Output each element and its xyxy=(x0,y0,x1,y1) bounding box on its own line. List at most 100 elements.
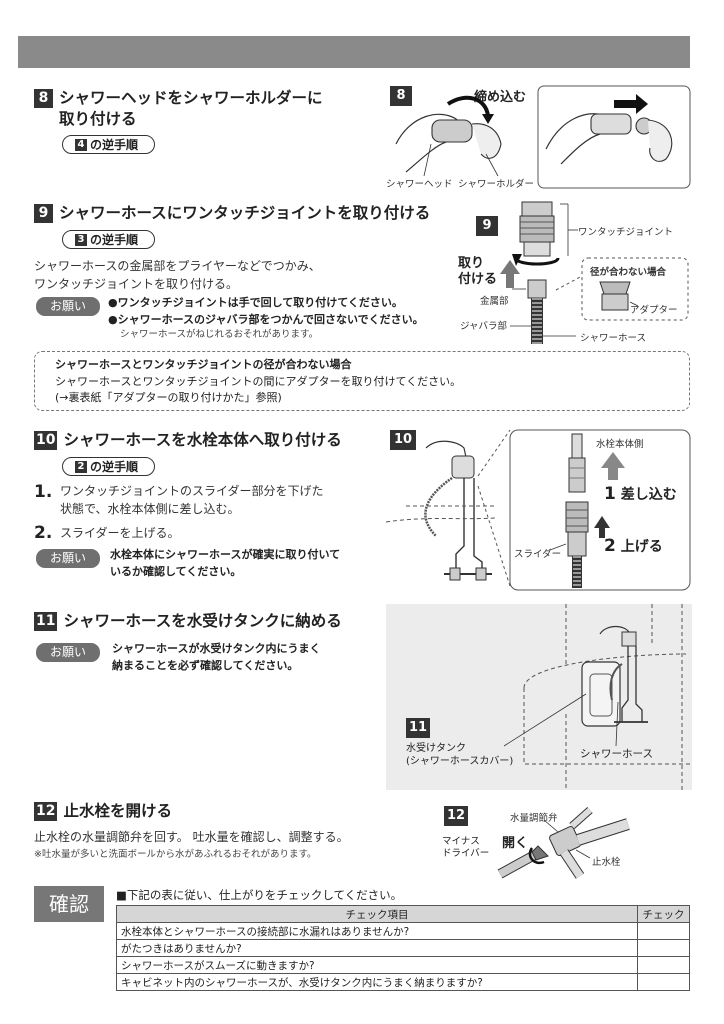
figure12-number: 12 xyxy=(444,806,468,826)
figure-10: 10 水栓本体側 1 差し込む 2 上げる xyxy=(386,426,692,596)
figure9-attach-line1: 取り xyxy=(458,256,485,271)
adapter-info-box: シャワーホースとワンタッチジョイントの径が合わない場合 シャワーホースとワンタッ… xyxy=(34,351,690,411)
figure10-number: 10 xyxy=(390,430,416,450)
step10-number: 10 xyxy=(34,431,58,450)
step10-item1-num: 1. xyxy=(34,482,53,502)
check-box-4[interactable] xyxy=(637,973,690,991)
step10-item1-line1: ワンタッチジョイントのスライダー部分を下げた xyxy=(60,484,324,498)
step8-number: 8 xyxy=(34,89,53,108)
figure12-open-label: 開く xyxy=(502,836,529,851)
check-table-header-row: チェック項目 チェック xyxy=(115,905,690,923)
figure9-joint-label: ワンタッチジョイント xyxy=(578,227,674,238)
table-row: がたつきはありませんか? xyxy=(115,939,690,957)
step11-note: シャワーホースが水受けタンク内にうまく 納まることを必ず確認してください。 xyxy=(112,640,320,674)
step10-heading: 10 シャワーホースを水栓本体へ取り付ける xyxy=(34,430,342,451)
figure9-attach-line2: 付ける xyxy=(458,272,498,287)
figure9-metal-label: 金属部 xyxy=(480,296,509,307)
step11-request-badge: お願い xyxy=(36,643,100,662)
step10-reverse-num: 2 xyxy=(75,460,87,473)
figure9-attach-label: 取り 付ける xyxy=(458,256,497,288)
figure8-shower-head-label: シャワーヘッド xyxy=(386,179,453,190)
check-box-1[interactable] xyxy=(637,922,690,940)
step12-heading: 12 止水栓を開ける xyxy=(34,801,172,822)
step11-title: シャワーホースを水受けタンクに納める xyxy=(63,612,342,630)
figure10-step1-text: 差し込む xyxy=(620,487,677,503)
step12-description: 止水栓の水量調節弁を回す。 吐水量を確認し、調整する。 xyxy=(34,830,349,844)
figure10-step2-num: 2 xyxy=(604,536,616,556)
step9-note2: ●シャワーホースのジャバラ部をつかんで回さないでください。 xyxy=(108,313,424,326)
figure11-hose-label: シャワーホース xyxy=(580,748,653,760)
step10-reverse-ref: 2 の逆手順 xyxy=(62,457,156,476)
figure8-holder-label: シャワーホルダー xyxy=(458,179,535,190)
step10-title: シャワーホースを水栓本体へ取り付ける xyxy=(63,431,342,449)
step10-item1-line2: 状態で、水栓本体側に差し込む。 xyxy=(60,502,240,516)
figure10-step1-num: 1 xyxy=(604,484,616,504)
figure12-driver-line2: ドライバー xyxy=(442,848,490,859)
table-row: シャワーホースがスムーズに動きますか? xyxy=(115,956,690,974)
step9-title: シャワーホースにワンタッチジョイントを取り付ける xyxy=(59,204,431,222)
figure10-step1: 1 差し込む xyxy=(604,484,677,504)
shower-head-illustration xyxy=(395,85,691,189)
check-section-label: 確認 xyxy=(34,886,104,922)
step11-number: 11 xyxy=(34,612,58,631)
figure-11: 11 水受けタンク (シャワーホースカバー) シャワーホース xyxy=(386,604,692,790)
step10-reverse-text: の逆手順 xyxy=(90,460,139,474)
check-item-1: 水栓本体とシャワーホースの接続部に水漏れはありませんか? xyxy=(115,922,639,940)
figure12-valve-label: 水量調節弁 xyxy=(510,813,558,824)
check-table: チェック項目 チェック 水栓本体とシャワーホースの接続部に水漏れはありませんか?… xyxy=(115,905,690,991)
figure9-hose-label: シャワーホース xyxy=(580,333,647,344)
step10-note-line2: いるか確認してください。 xyxy=(110,565,242,578)
check-item-2: がたつきはありませんか? xyxy=(115,939,639,957)
adapter-info-line1: シャワーホースとワンタッチジョイントの間にアダプターを取り付けてください。 xyxy=(55,375,462,388)
header-bar xyxy=(18,36,690,68)
step8-title-line2: 取り付ける xyxy=(59,110,137,128)
step9-heading: 9 シャワーホースにワンタッチジョイントを取り付ける xyxy=(34,203,430,224)
figure9-adapter-label: アダプター xyxy=(630,305,678,316)
figure11-tank-line1: 水受けタンク xyxy=(406,743,466,754)
figure9-mismatch-label: 径が合わない場合 xyxy=(590,267,667,278)
cabinet-tank-illustration xyxy=(503,604,692,790)
figure10-step2: 2 上げる xyxy=(604,536,663,556)
figure11-tank-line2: (シャワーホースカバー) xyxy=(406,756,514,767)
check-item-3: シャワーホースがスムーズに動きますか? xyxy=(115,956,639,974)
step10-request-badge: お願い xyxy=(36,549,100,568)
step11-note-line1: シャワーホースが水受けタンク内にうまく xyxy=(112,642,321,655)
step8-reverse-num: 4 xyxy=(75,138,87,151)
step8-heading: 8 シャワーヘッドをシャワーホルダーに 取り付ける xyxy=(34,88,323,130)
step9-notes: ●ワンタッチジョイントは手で回して取り付けてください。 ●シャワーホースのジャバ… xyxy=(108,294,424,342)
step9-para-line1: シャワーホースの金属部をプライヤーなどでつかみ、 xyxy=(34,259,321,273)
figure12-stopcock-label: 止水栓 xyxy=(592,857,621,868)
step9-reverse-num: 3 xyxy=(75,233,87,246)
step12-caution: ※吐水量が多いと洗面ボールから水があふれるおそれがあります。 xyxy=(34,849,317,860)
step10-item2-text: スライダーを上げる。 xyxy=(60,526,180,540)
figure10-slider-label: スライダー xyxy=(514,549,562,560)
figure-8: 8 締め込む シャワーヘッド シャワーホルダー xyxy=(386,84,692,190)
figure-9: 9 ワンタッチジョイント 取り 付ける 金属部 ジャバラ部 シャ xyxy=(456,196,692,346)
step8-reverse-ref: 4 の逆手順 xyxy=(62,135,156,154)
step9-reverse-text: の逆手順 xyxy=(90,233,139,247)
figure11-tank-label: 水受けタンク (シャワーホースカバー) xyxy=(406,742,513,768)
step9-description: シャワーホースの金属部をプライヤーなどでつかみ、 ワンタッチジョイントを取り付け… xyxy=(34,257,321,293)
check-box-2[interactable] xyxy=(637,939,690,957)
table-row: キャビネット内のシャワーホースが、水受けタンク内にうまく納まりますか? xyxy=(115,973,690,991)
figure12-driver-line1: マイナス xyxy=(442,836,480,847)
step9-para-line2: ワンタッチジョイントを取り付ける。 xyxy=(34,277,239,291)
step11-note-line2: 納まることを必ず確認してください。 xyxy=(112,659,299,672)
step9-request-badge: お願い xyxy=(36,297,100,316)
step9-note1: ●ワンタッチジョイントは手で回して取り付けてください。 xyxy=(108,296,403,309)
stop-valve-illustration xyxy=(497,807,630,879)
figure9-bellows-label: ジャバラ部 xyxy=(460,321,508,332)
adapter-info-title: シャワーホースとワンタッチジョイントの径が合わない場合 xyxy=(55,358,352,371)
adapter-info-line2: (→裏表紙「アダプターの取り付けかた」参照) xyxy=(55,391,282,404)
step9-reverse-ref: 3 の逆手順 xyxy=(62,230,156,249)
table-row: 水栓本体とシャワーホースの接続部に水漏れはありませんか? xyxy=(115,922,690,940)
check-instruction: ■下記の表に従い、仕上がりをチェックしてください。 xyxy=(116,888,403,902)
step11-heading: 11 シャワーホースを水受けタンクに納める xyxy=(34,611,342,632)
check-box-3[interactable] xyxy=(637,956,690,974)
step10-item2-num: 2. xyxy=(34,523,53,543)
step10-note-line1: 水栓本体にシャワーホースが確実に取り付いて xyxy=(110,548,341,561)
figure-12: 12 水量調節弁 マイナス ドライバー 開く 止水栓 xyxy=(440,800,690,884)
check-header-check: チェック xyxy=(637,905,690,923)
figure11-number: 11 xyxy=(406,718,430,738)
figure10-faucet-side-label: 水栓本体側 xyxy=(596,439,644,450)
